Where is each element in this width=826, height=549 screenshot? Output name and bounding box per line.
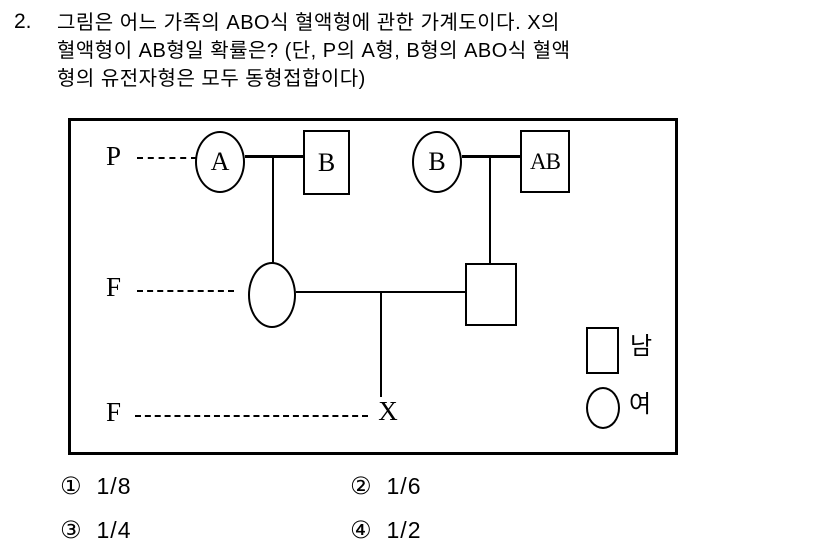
p-row-dotted-line bbox=[137, 157, 197, 159]
p-right-mother-bloodtype: B bbox=[428, 147, 446, 176]
choice-3-number: ③ bbox=[60, 516, 82, 544]
f1-row-dotted-line bbox=[137, 290, 234, 292]
generation-label-f1: F bbox=[106, 272, 122, 302]
choice-2: ② 1/6 bbox=[350, 473, 422, 499]
legend-male-square-icon bbox=[586, 327, 619, 374]
f1-daughter-circle bbox=[248, 262, 296, 328]
generation-label-p: P bbox=[106, 141, 122, 171]
choice-2-value: 1/6 bbox=[386, 472, 422, 499]
p-left-descent-line bbox=[272, 158, 274, 263]
pedigree-box: P A B B AB F F X 남 여 bbox=[68, 118, 678, 455]
choice-3-value: 1/4 bbox=[96, 516, 132, 543]
f2-child-label: X bbox=[378, 396, 398, 426]
p-right-couple-line bbox=[462, 155, 520, 158]
choice-3: ③ 1/4 bbox=[60, 517, 132, 543]
choice-1-value: 1/8 bbox=[96, 472, 132, 499]
p-right-descent-line bbox=[489, 158, 491, 263]
p-right-mother-circle: B bbox=[412, 131, 462, 193]
choice-1: ① 1/8 bbox=[60, 473, 132, 499]
question-line-3: 형의 유전자형은 모두 동형접합이다) bbox=[57, 68, 366, 90]
legend-female-label: 여 bbox=[629, 391, 652, 418]
generation-label-f2: F bbox=[106, 397, 122, 427]
f1-son-square bbox=[465, 263, 517, 326]
question-line-1: 그림은 어느 가족의 ABO식 혈액형에 관한 가계도이다. X의 bbox=[57, 12, 560, 34]
question-text: 그림은 어느 가족의 ABO식 혈액형에 관한 가계도이다. X의 혈액형이 A… bbox=[57, 9, 677, 93]
choice-4-number: ④ bbox=[350, 516, 372, 544]
p-left-couple-line bbox=[245, 155, 304, 158]
p-right-father-bloodtype: AB bbox=[530, 148, 561, 174]
choice-2-number: ② bbox=[350, 472, 372, 500]
question-number: 2. bbox=[14, 10, 32, 33]
choice-1-number: ① bbox=[60, 472, 82, 500]
legend-male-label: 남 bbox=[630, 333, 653, 360]
question-line-2: 혈액형이 AB형일 확률은? (단, P의 A형, B형의 ABO식 혈액 bbox=[57, 40, 571, 62]
f1-couple-line bbox=[296, 291, 466, 293]
p-left-mother-bloodtype: A bbox=[210, 147, 230, 176]
f2-descent-line bbox=[380, 293, 382, 397]
p-right-father-square: AB bbox=[520, 130, 570, 193]
p-left-father-bloodtype: B bbox=[317, 147, 336, 177]
p-left-father-square: B bbox=[303, 130, 350, 195]
choice-4-value: 1/2 bbox=[386, 516, 422, 543]
f2-row-dotted-line bbox=[135, 415, 368, 417]
p-left-mother-circle: A bbox=[195, 131, 245, 193]
choice-4: ④ 1/2 bbox=[350, 517, 422, 543]
legend-female-circle-icon bbox=[586, 387, 620, 429]
